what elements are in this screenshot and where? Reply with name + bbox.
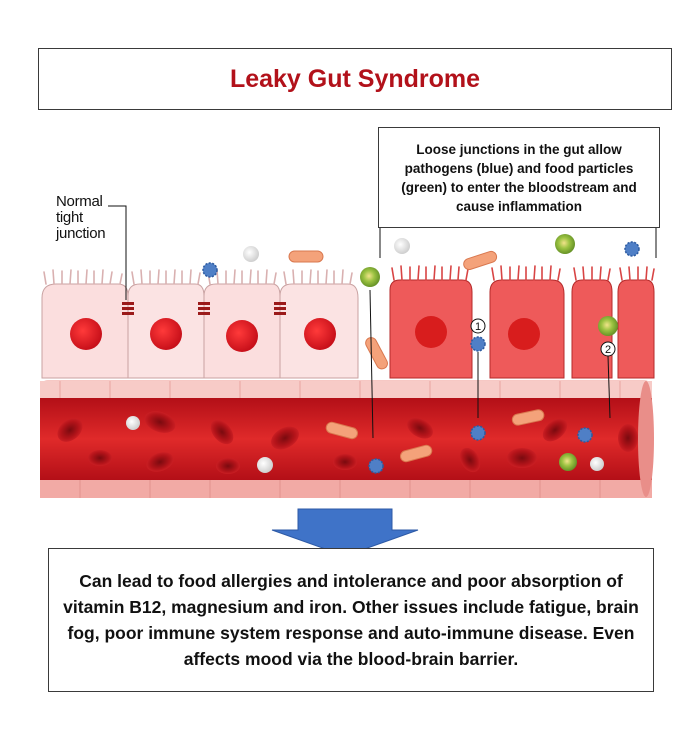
callout-text: Loose junctions in the gut allow pathoge… [401, 141, 637, 214]
lumen-particles [202, 234, 640, 370]
down-arrow-icon [271, 508, 419, 557]
pointer-lines [108, 205, 657, 439]
blood-vessel [40, 380, 654, 498]
healthy-epithelium [41, 269, 359, 379]
vessel-particles [126, 409, 604, 474]
summary-text: Can lead to food allergies and intoleran… [63, 571, 639, 669]
marker-1: 1 [470, 318, 486, 334]
normal-label-line3: junction [56, 225, 106, 242]
normal-label-line1: Normal [56, 193, 103, 210]
marker-1-label: 1 [475, 321, 481, 333]
marker-2-label: 2 [605, 344, 611, 356]
callout-box: Loose junctions in the gut allow pathoge… [378, 127, 660, 228]
page-title: Leaky Gut Syndrome [229, 64, 481, 93]
summary-box: Can lead to food allergies and intoleran… [48, 548, 654, 692]
normal-tight-junction-label: Normal tight junction [56, 193, 106, 242]
normal-label-line2: tight [56, 209, 83, 226]
title-box: Leaky Gut Syndrome [38, 48, 672, 110]
marker-2: 2 [600, 341, 616, 357]
tight-junction-marks [122, 302, 286, 315]
inflamed-epithelium [389, 265, 655, 379]
red-blood-cells [57, 411, 638, 474]
